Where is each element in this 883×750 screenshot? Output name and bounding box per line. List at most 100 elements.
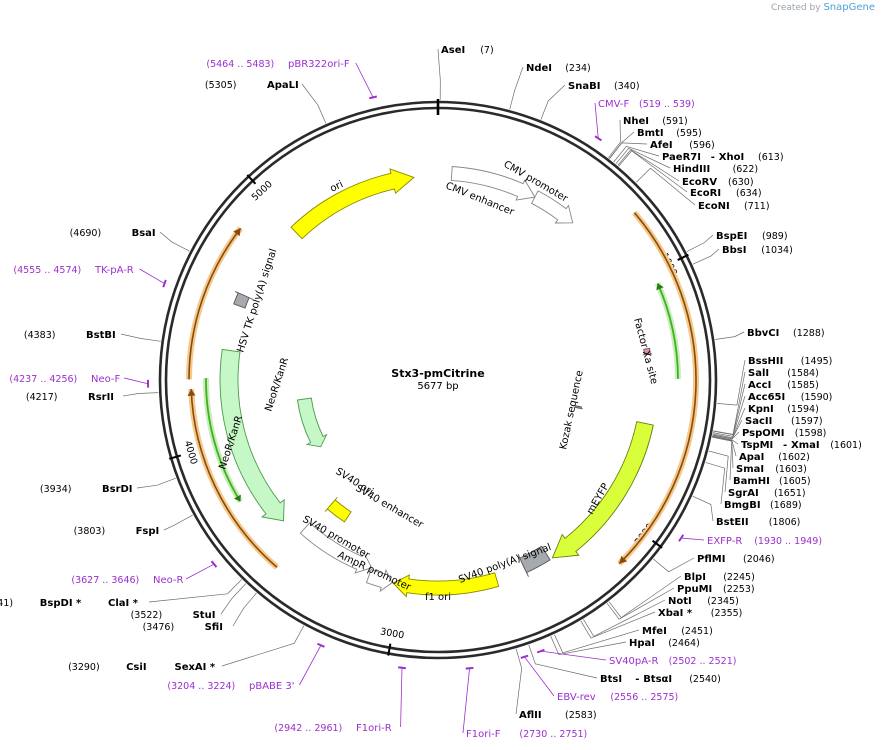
feature-meyfp[interactable] <box>551 421 654 559</box>
enzyme-sgrai[interactable]: SgrAI(1651) <box>728 488 806 499</box>
enzyme-blpi[interactable]: BlpI(2245) <box>684 572 755 583</box>
enzyme-position: (2451) <box>681 626 713 637</box>
enzyme-bamhi[interactable]: BamHI(1605) <box>733 476 811 487</box>
enzyme-ppumi[interactable]: PpuMI(2253) <box>677 584 755 595</box>
enzyme-pspomi[interactable]: PspOMI(1598) <box>742 428 826 439</box>
enzyme-apai[interactable]: ApaI(1602) <box>739 452 810 463</box>
enzyme-xbai[interactable]: XbaI *(2355) <box>658 608 742 619</box>
enzyme-bspei[interactable]: BspEI(989) <box>716 231 788 242</box>
enzyme-btsi[interactable]: BtsI-BtsαI(2540) <box>600 674 721 685</box>
feature-ampr-promoter[interactable] <box>365 568 393 593</box>
enzyme-bmti[interactable]: BmtI(595) <box>637 128 702 139</box>
enzyme-bstbi[interactable]: (4383)BstBI <box>24 330 116 341</box>
enzyme-acc65i[interactable]: Acc65I(1590) <box>748 392 832 403</box>
enzyme-bspdi[interactable]: (3541)BspDI *ClaI * <box>0 598 139 609</box>
primer-site <box>369 95 378 100</box>
primer-sv40pa-r[interactable]: SV40pA-R(2502 .. 2521) <box>540 650 737 667</box>
feature-ori[interactable] <box>290 168 415 240</box>
enzyme-nhei[interactable]: NheI(591) <box>623 116 688 127</box>
enzyme-mfei[interactable]: MfeI(2451) <box>642 626 713 637</box>
primer-cmv-f[interactable]: CMV-F(519 .. 539) <box>594 99 695 139</box>
enzyme-name: NheI <box>623 116 649 127</box>
enzyme-leader <box>515 648 523 715</box>
enzyme-position: (1602) <box>778 452 810 463</box>
feature-sv40-promoter[interactable] <box>299 522 373 574</box>
feature-label: Kozak sequence <box>558 369 586 450</box>
enzyme-paer7i[interactable]: PaeR7I-XhoI(613) <box>662 152 784 163</box>
enzyme-separator: - <box>783 440 787 451</box>
primer-f1ori-f[interactable]: F1ori-F(2730 .. 2751) <box>462 668 587 740</box>
enzyme-position: (4217) <box>26 392 58 403</box>
enzyme-fspi[interactable]: (3803)FspI <box>74 526 160 537</box>
enzyme-econi[interactable]: EcoNI(711) <box>698 201 770 212</box>
enzyme-smai[interactable]: SmaI(1603) <box>736 464 807 475</box>
enzyme-position: (2253) <box>723 584 755 595</box>
enzyme-leader <box>120 333 161 342</box>
enzyme-name: SalI <box>748 368 769 379</box>
feature-neor-kanr-inner[interactable] <box>296 397 328 448</box>
enzyme-sacii[interactable]: SacII(1597) <box>745 416 823 427</box>
enzyme-sali[interactable]: SalI(1584) <box>748 368 819 379</box>
feature-f1-ori[interactable] <box>392 572 500 598</box>
enzyme-ndei[interactable]: NdeI(234) <box>526 63 591 74</box>
primer-range: (4555 .. 4574) <box>13 265 81 276</box>
enzyme-afei[interactable]: AfeI(596) <box>650 140 715 151</box>
enzyme-bbvci[interactable]: BbvCI(1288) <box>747 328 825 339</box>
enzyme-bsrdi[interactable]: (3934)BsrDI <box>40 484 133 495</box>
enzyme-position: (2464) <box>668 638 700 649</box>
enzyme-leader <box>163 514 193 531</box>
enzyme-bsshii[interactable]: BssHII(1495) <box>748 356 832 367</box>
enzyme-snabi[interactable]: SnaBI(340) <box>568 81 640 92</box>
enzyme-leader <box>528 644 598 679</box>
enzyme-hindiii[interactable]: HindIII(622) <box>673 164 758 175</box>
feature-hsv-tk-polya-block[interactable] <box>233 291 253 309</box>
enzyme-bsai[interactable]: (4690)BsaI <box>70 228 156 239</box>
enzyme-hpai[interactable]: HpaI(2464) <box>629 638 700 649</box>
enzyme-kpni[interactable]: KpnI(1594) <box>748 404 819 415</box>
enzyme-position: (3934) <box>40 484 72 495</box>
enzyme-stui[interactable]: (3522)StuI <box>131 610 216 621</box>
enzyme-bsteii[interactable]: BstEII(1806) <box>716 517 800 528</box>
enzyme-apali[interactable]: (5305)ApaLI <box>205 80 299 91</box>
enzyme-name: AseI <box>441 45 465 56</box>
feature-cmv-promoter[interactable] <box>530 190 574 224</box>
primer-ebv-rev[interactable]: EBV-rev(2556 .. 2575) <box>524 656 678 703</box>
enzyme-name: AfeI <box>650 140 673 151</box>
enzyme-tspmi[interactable]: TspMI-XmaI(1601) <box>741 440 862 451</box>
primer-leader <box>400 667 403 728</box>
enzyme-ecori[interactable]: EcoRI(634) <box>690 188 762 199</box>
feature-factor-xa-block[interactable] <box>642 347 653 356</box>
primer-name: EBV-rev <box>557 692 596 703</box>
enzyme-separator: - <box>635 674 639 685</box>
feature-neor-kanr[interactable] <box>219 348 285 522</box>
primer-tk-pa-r[interactable]: (4555 .. 4574)TK-pA-R <box>13 265 165 284</box>
enzyme-aflii[interactable]: AflII(2583) <box>519 710 597 721</box>
primer-name: pBABE 3' <box>249 681 295 692</box>
primer-exfp-r[interactable]: EXFP-R(1930 .. 1949) <box>681 536 822 547</box>
enzyme-bmgbi[interactable]: BmgBI(1689) <box>724 500 802 511</box>
enzyme-position: (2355) <box>711 608 743 619</box>
enzyme-ecorv[interactable]: EcoRV(630) <box>682 177 754 188</box>
feature-kozak-block[interactable] <box>573 405 583 410</box>
primer-pbr322ori-f[interactable]: (5464 .. 5483)pBR322ori-F <box>206 59 374 98</box>
enzyme-pflmi[interactable]: PflMI(2046) <box>697 554 775 565</box>
feature-sv40-polya-block[interactable] <box>517 545 551 577</box>
enzyme-rsrii[interactable]: (4217)RsrII <box>26 392 114 403</box>
enzyme-leader <box>716 359 746 406</box>
enzyme-leader <box>618 150 688 193</box>
primer-name: CMV-F <box>598 99 629 110</box>
primer-neo-r[interactable]: (3627 .. 3646)Neo-R <box>71 563 215 586</box>
primer-f1ori-r[interactable]: (2942 .. 2961)F1ori-R <box>274 667 403 734</box>
feature-sv40-ori-block[interactable] <box>324 497 352 523</box>
enzyme-position: (2540) <box>689 674 721 685</box>
enzyme-acci[interactable]: AccI(1585) <box>748 380 819 391</box>
primer-pbabe-3-[interactable]: (3204 .. 3224)pBABE 3' <box>167 645 322 692</box>
enzyme-noti[interactable]: NotI(2345) <box>668 596 739 607</box>
enzyme-asei[interactable]: AseI(7) <box>441 45 494 56</box>
enzyme-position: (3541) <box>0 598 13 609</box>
primer-name: F1ori-F <box>466 729 501 740</box>
primer-neo-f[interactable]: (4237 .. 4256)Neo-F <box>9 374 149 385</box>
enzyme-sfii[interactable]: (3476)SfiI <box>143 622 223 633</box>
enzyme-bbsi[interactable]: BbsI(1034) <box>722 245 793 256</box>
